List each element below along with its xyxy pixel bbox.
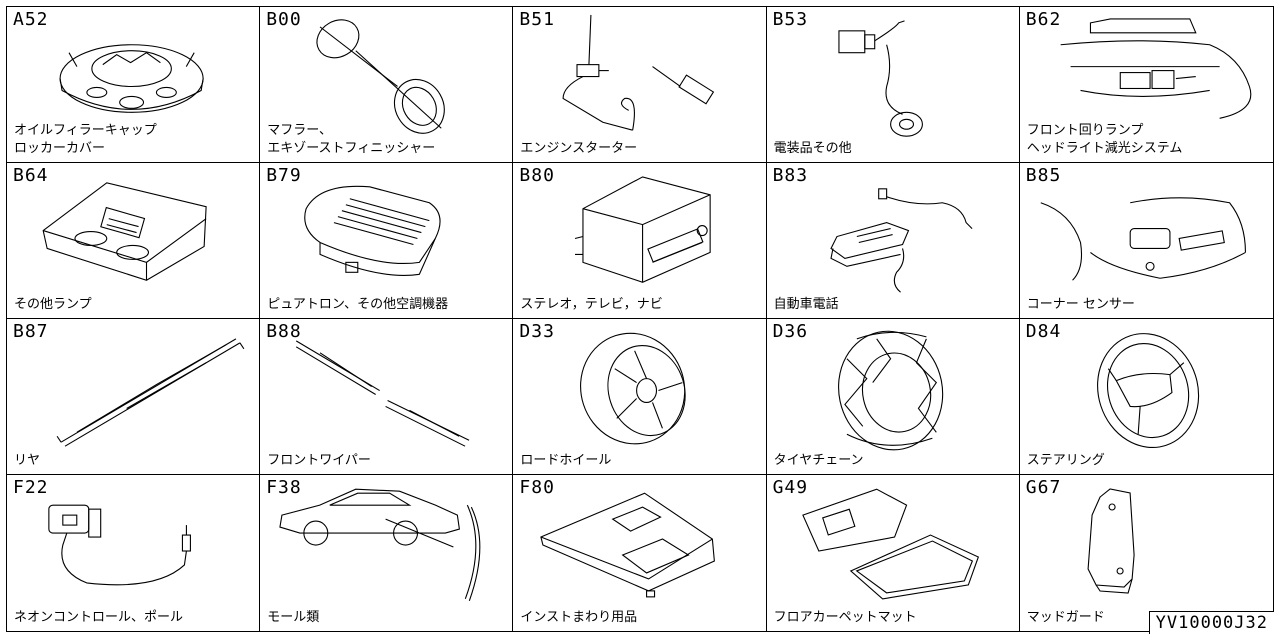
part-label: タイヤチェーン xyxy=(773,453,864,468)
part-cell-d84[interactable]: D84 ステアリング xyxy=(1019,319,1273,475)
part-label: オイルフィラーキャップ ロッカーカバー xyxy=(14,123,157,156)
part-label: フロント回りランプ ヘッドライト減光システム xyxy=(1026,123,1183,156)
part-code: B80 xyxy=(519,165,555,186)
part-code: B64 xyxy=(13,165,49,186)
part-code: B88 xyxy=(266,321,302,342)
part-cell-b87[interactable]: B87 リヤ xyxy=(7,319,261,475)
part-cell-g49[interactable]: G49 フロアカーペットマット xyxy=(767,475,1020,631)
part-label: ピュアトロン、その他空調機器 xyxy=(267,297,449,312)
part-code: B53 xyxy=(772,9,809,30)
part-cell-b51[interactable]: B51 エンジンスターター xyxy=(513,7,767,163)
part-code: B51 xyxy=(519,9,555,30)
part-cell-b62[interactable]: B62 フロント回りランプ ヘッドライト減光システム xyxy=(1019,7,1273,163)
part-label: 自動車電話 xyxy=(773,297,839,312)
part-cell-b00[interactable]: B00 マフラー、 エキゾーストフィニッシャー xyxy=(260,7,514,163)
road-wheel-icon xyxy=(513,319,765,474)
part-label: ネオンコントロール、ポール xyxy=(14,610,184,625)
part-cell-b83[interactable]: B83 自動車電話 xyxy=(766,163,1020,319)
part-label: その他ランプ xyxy=(14,297,92,312)
neon-control-icon xyxy=(7,475,259,631)
steering-wheel-icon xyxy=(1020,319,1273,474)
part-code: B87 xyxy=(13,321,49,342)
part-label: ロードホイール xyxy=(520,453,612,468)
part-label: モール類 xyxy=(267,610,320,625)
part-cell-d36[interactable]: D36 タイヤチェーン xyxy=(766,319,1020,475)
part-label: 電装品その他 xyxy=(773,141,852,156)
electrical-parts-icon xyxy=(767,7,1019,162)
part-code: D36 xyxy=(772,321,809,342)
instrument-panel-icon xyxy=(513,475,765,631)
part-code: A52 xyxy=(13,9,49,30)
part-cell-g67[interactable]: G67 マッドガード xyxy=(1020,475,1273,631)
part-code: F80 xyxy=(519,477,555,498)
part-code: B79 xyxy=(266,165,302,186)
car-stereo-icon xyxy=(513,163,765,318)
part-cell-b79[interactable]: B79 ピュアトロン、その他空調機器 xyxy=(260,163,514,319)
part-label: インストまわり用品 xyxy=(520,610,638,625)
part-cell-b53[interactable]: B53 電装品その他 xyxy=(766,7,1020,163)
part-cell-f22[interactable]: F22 ネオンコントロール、ポール xyxy=(7,475,261,631)
air-purifier-icon xyxy=(260,163,512,318)
corner-sensor-icon xyxy=(1020,163,1273,318)
part-cell-d33[interactable]: D33 ロードホイール xyxy=(513,319,767,475)
part-label: ステレオ，テレビ，ナビ xyxy=(520,297,663,312)
part-code: G49 xyxy=(772,477,809,498)
part-code: B00 xyxy=(266,9,302,30)
part-code: B83 xyxy=(772,165,809,186)
part-label: コーナー センサー xyxy=(1026,297,1135,312)
part-cell-f38[interactable]: F38 モール類 xyxy=(260,475,514,631)
front-wiper-icon xyxy=(260,319,512,474)
mud-guard-icon xyxy=(1020,475,1273,631)
muffler-finisher-icon xyxy=(260,7,512,162)
part-label: エンジンスターター xyxy=(520,141,638,156)
part-cell-b64[interactable]: B64 その他ランプ xyxy=(7,163,261,319)
part-code: D33 xyxy=(519,321,555,342)
room-lamp-icon xyxy=(7,163,259,318)
part-code: B62 xyxy=(1025,9,1062,30)
parts-grid: A52 オイルフィラーキャップ ロッカーカバー B00 xyxy=(6,6,1274,632)
oil-filler-cap-icon xyxy=(7,7,259,162)
part-code: F38 xyxy=(266,477,302,498)
part-label: マッドガード xyxy=(1026,610,1105,625)
part-code: B85 xyxy=(1025,165,1062,186)
tire-chain-icon xyxy=(767,319,1019,474)
car-phone-icon xyxy=(767,163,1019,318)
moulding-icon xyxy=(260,475,512,631)
figure-code: YV10000J32 xyxy=(1148,611,1274,634)
part-label: フロアカーペットマット xyxy=(773,610,917,625)
part-cell-f80[interactable]: F80 インストまわり用品 xyxy=(513,475,767,631)
floor-mat-icon xyxy=(767,475,1019,631)
part-label: フロントワイパー xyxy=(267,453,371,468)
part-code: F22 xyxy=(13,477,49,498)
part-label: マフラー、 エキゾーストフィニッシャー xyxy=(267,123,436,156)
part-cell-b85[interactable]: B85 コーナー センサー xyxy=(1019,163,1273,319)
part-label: リヤ xyxy=(14,453,41,468)
part-label: ステアリング xyxy=(1026,453,1105,468)
part-code: G67 xyxy=(1025,477,1062,498)
rear-wiper-icon xyxy=(7,319,259,474)
front-lamp-icon xyxy=(1020,7,1273,162)
part-cell-b80[interactable]: B80 ステレオ，テレビ，ナビ xyxy=(513,163,767,319)
part-code: D84 xyxy=(1025,321,1062,342)
engine-starter-icon xyxy=(513,7,765,162)
part-cell-a52[interactable]: A52 オイルフィラーキャップ ロッカーカバー xyxy=(7,7,261,163)
part-cell-b88[interactable]: B88 フロントワイパー xyxy=(260,319,514,475)
